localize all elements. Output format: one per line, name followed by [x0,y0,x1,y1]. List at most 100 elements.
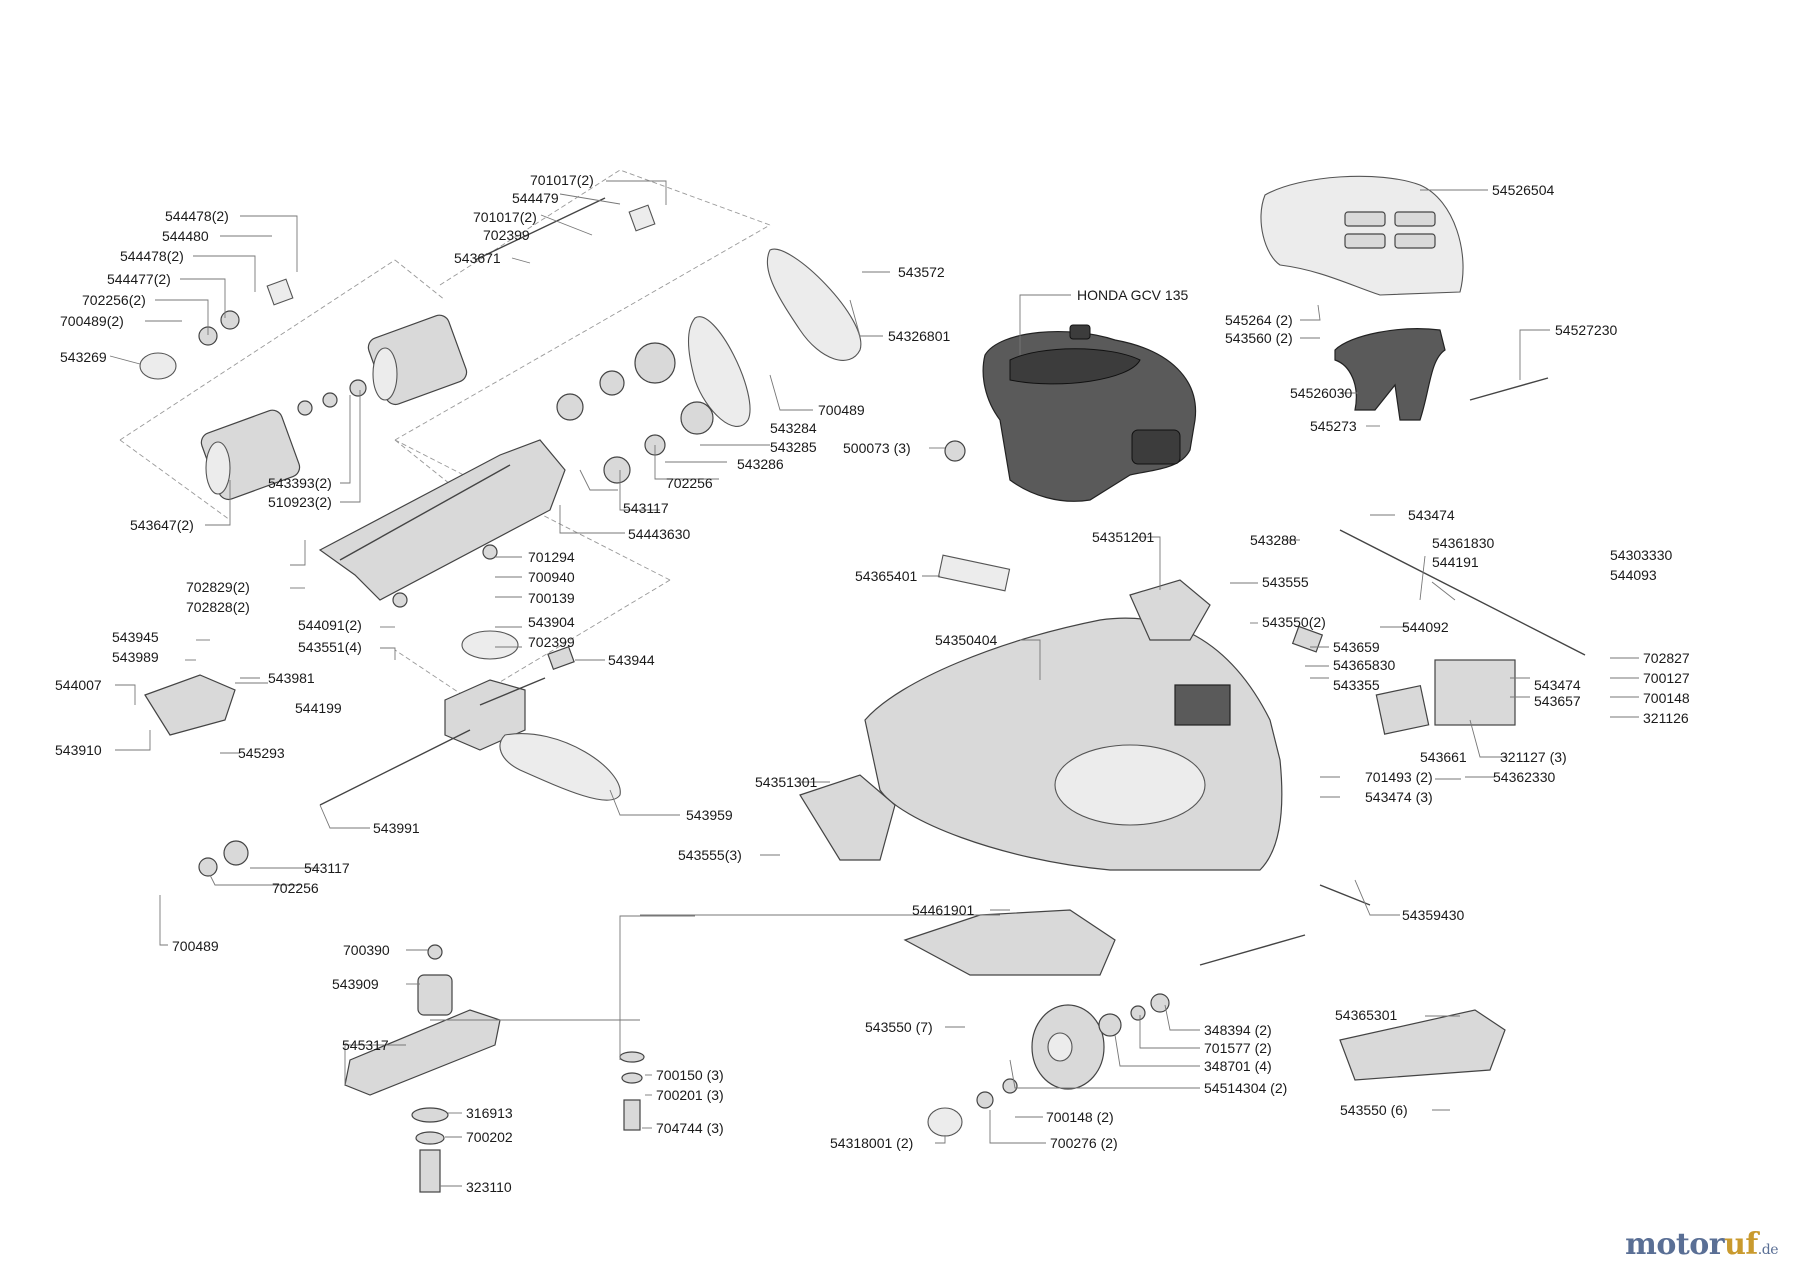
part-label: 543659 [1333,639,1380,655]
gearbox-assembly [144,544,621,877]
part-label: 543572 [898,264,945,280]
nut-500073 [944,440,966,462]
washer-700150 [619,1051,645,1063]
cap-54318001 [927,1107,963,1137]
part-label: 702829(2) [186,579,250,595]
part-label: 54365830 [1333,657,1396,673]
part-label: 348394 (2) [1204,1022,1272,1038]
part-label: 543555(3) [678,847,742,863]
part-label: 543286 [737,456,784,472]
leader-lines [109,180,1639,1187]
blade-assembly [344,944,645,1193]
guard-vent [1394,211,1436,227]
part-label: 54365301 [1335,1007,1398,1023]
part-label: 701294 [528,549,575,565]
pulley-543904 [461,630,519,660]
part-label: 700148 [1643,690,1690,706]
part-label: 500073 (3) [843,440,911,456]
part-label: 543945 [112,629,159,645]
part-label: 702399 [483,227,530,243]
part-labels: 701017(2) 544479 701017(2) 702399 543671… [55,172,1690,1195]
adapter-543909 [417,974,453,1016]
belt-54326801 [766,248,862,361]
part-label: 54527230 [1555,322,1618,338]
guard-vent [1344,211,1386,227]
part-label: 702256 [272,880,319,896]
part-label: 543981 [268,670,315,686]
part-label: 702256(2) [82,292,146,308]
sprocket-small [680,401,714,435]
part-label: 700940 [528,569,575,585]
engine-assembly [944,324,1197,502]
part-label: 700390 [343,942,390,958]
part-label: 54350404 [935,632,998,648]
washer [1130,1005,1146,1021]
bolt-323110 [419,1149,441,1193]
part-label: 54318001 (2) [830,1135,913,1151]
part-label: 54514304 (2) [1204,1080,1287,1096]
rear-roller-assembly [139,197,656,501]
part-label: 543657 [1534,693,1581,709]
part-label: 700148 (2) [1046,1109,1114,1125]
part-label: 543117 [304,860,350,876]
part-label: 543551(4) [298,639,362,655]
plate-54351201 [1129,579,1211,641]
part-label: 543555 [1262,574,1309,590]
part-label: 544093 [1610,567,1657,583]
part-label: 701493 (2) [1365,769,1433,785]
guard-vent [1344,233,1386,249]
part-label: 544091(2) [298,617,362,633]
clip [392,592,408,608]
part-label: 543550 (7) [865,1019,933,1035]
axle-54359430 [1319,884,1371,906]
part-label: 348701 (4) [1204,1058,1272,1074]
part-label: 543959 [686,807,733,823]
part-label: 704744 (3) [656,1120,724,1136]
part-label: 545264 (2) [1225,312,1293,328]
guard-vent [1394,233,1436,249]
bushing-543944 [547,645,575,671]
pad-54365401 [937,554,1011,592]
knob [1291,625,1324,653]
part-label: 543474 (3) [1365,789,1433,805]
part-label: 543944 [608,652,655,668]
part-label: 543550(2) [1262,614,1326,630]
brand-tld: .de [1757,1242,1779,1258]
part-label: 543285 [770,439,817,455]
part-label: 545273 [1310,418,1357,434]
washer [1002,1078,1018,1094]
washer [297,400,313,416]
lever-54361830 [1339,529,1586,656]
belt-drive-cluster [318,248,862,601]
part-label: 323110 [466,1179,512,1195]
axle-543671 [474,197,606,261]
bearing [1098,1013,1122,1037]
rod-54527230 [1469,377,1549,401]
nut [976,1091,994,1109]
part-label: 54526030 [1290,385,1353,401]
part-label: 543474 [1408,507,1455,523]
part-label: 543393(2) [268,475,332,491]
part-label: 702399 [528,634,575,650]
part-label: 701017(2) [530,172,594,188]
bracket-54526030 [1334,328,1446,421]
bracket-plate [628,204,656,232]
part-label: 544191 [1432,554,1479,570]
washer [322,392,338,408]
part-label: 700139 [528,590,575,606]
engine-cap [1069,324,1091,340]
engine-cover-top [1009,348,1141,385]
bracket-plate [266,278,294,306]
part-label: 54303330 [1610,547,1673,563]
part-label: 544479 [512,190,559,206]
part-label: 700489(2) [60,313,124,329]
wheel-assembly [927,993,1170,1137]
bracket-543910 [144,674,236,736]
part-label: 54443630 [628,526,691,542]
part-label: 54351201 [1092,529,1155,545]
part-label: 543560 (2) [1225,330,1293,346]
bolt-704744 [623,1099,641,1131]
nut [482,544,498,560]
pulley-543117 [223,840,249,866]
